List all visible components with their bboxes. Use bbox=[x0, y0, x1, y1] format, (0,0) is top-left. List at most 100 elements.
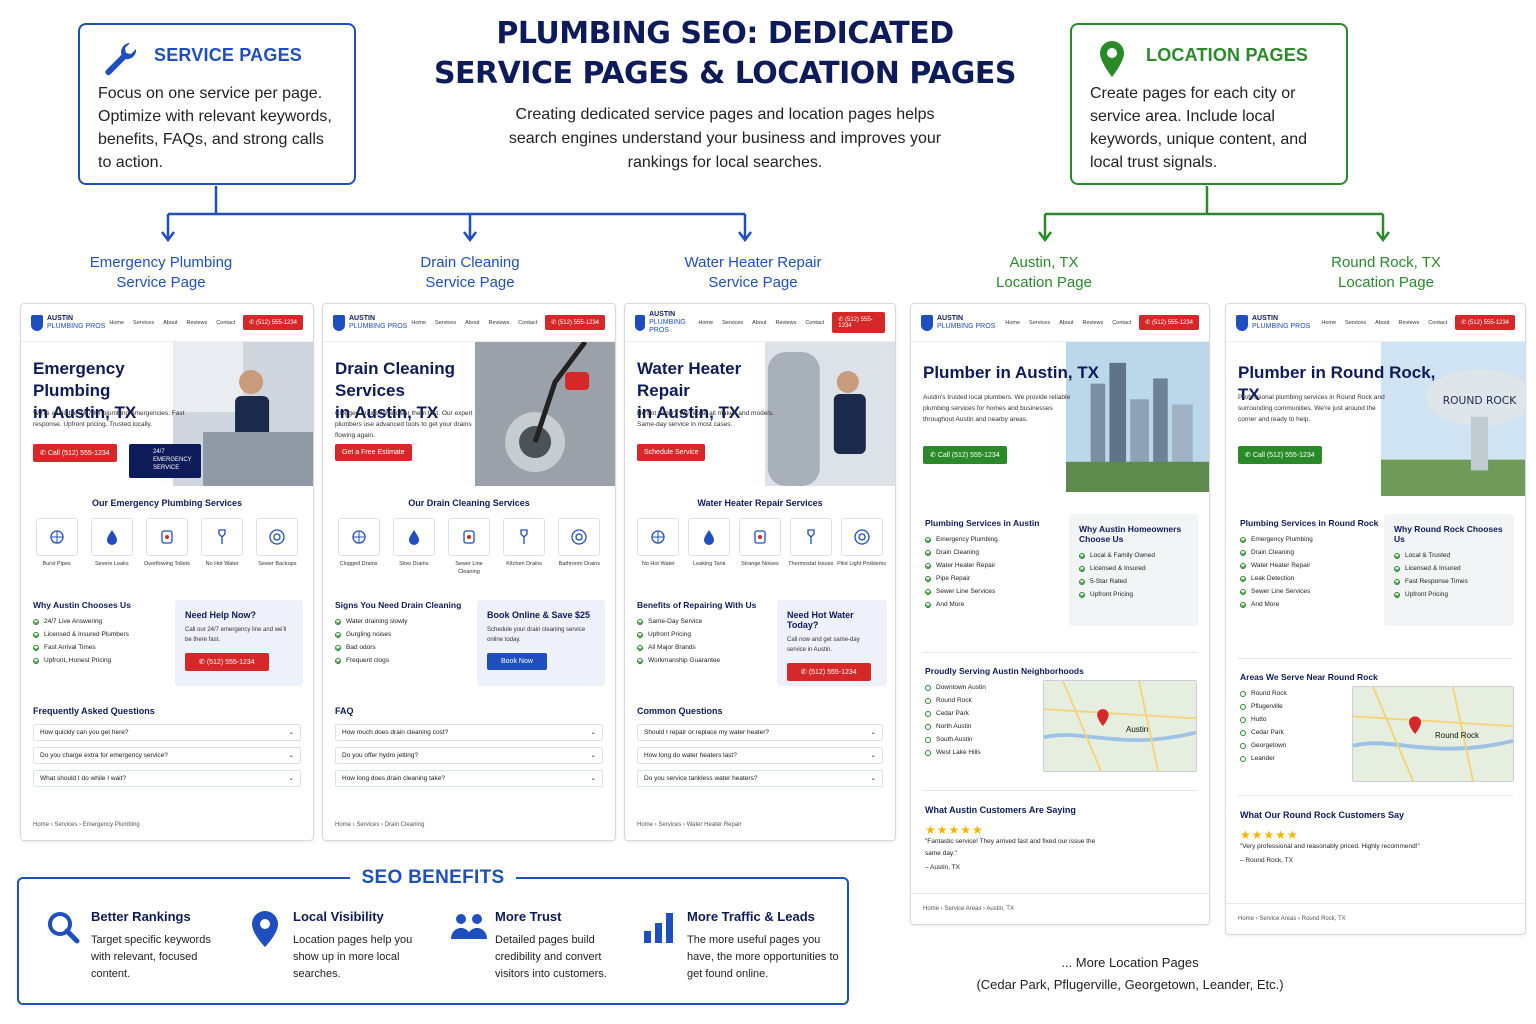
area-item[interactable]: Cedar Park bbox=[1240, 729, 1378, 736]
faq-question[interactable]: Do you service tankless water heaters?⌄ bbox=[637, 770, 883, 787]
hero-cta-button[interactable]: ✆ Call (512) 555-1234 bbox=[1238, 446, 1322, 464]
service-tile[interactable]: Slow Drains bbox=[389, 518, 439, 576]
nav-link[interactable]: Services bbox=[1029, 319, 1051, 326]
service-area-map[interactable]: Austin bbox=[1043, 680, 1197, 772]
crumb-link[interactable]: Home bbox=[637, 822, 654, 828]
service-tile[interactable]: No Hot Water bbox=[197, 518, 247, 568]
nav-link[interactable]: Contact bbox=[216, 319, 236, 326]
service-area-map[interactable]: Round Rock bbox=[1352, 686, 1514, 782]
service-tile[interactable]: Sewer Backups bbox=[252, 518, 302, 568]
nav-link[interactable]: Contact bbox=[1428, 319, 1448, 326]
hero-cta-button[interactable]: ✆ Call (512) 555-1234 bbox=[33, 444, 117, 462]
crumb-link[interactable]: Services bbox=[54, 822, 78, 828]
area-item[interactable]: Georgetown bbox=[1240, 742, 1378, 749]
area-item[interactable]: South Austin bbox=[925, 736, 1084, 743]
area-item[interactable]: Leander bbox=[1240, 755, 1378, 762]
service-item[interactable]: Emergency Plumbing bbox=[925, 536, 1039, 543]
nav-link[interactable]: Contact bbox=[805, 319, 825, 326]
hero-cta-button[interactable]: Get a Free Estimate bbox=[335, 444, 412, 461]
service-item[interactable]: Pipe Repair bbox=[925, 575, 1039, 582]
nav-phone-button[interactable]: ✆ (512) 555-1234 bbox=[1455, 315, 1515, 330]
service-item[interactable]: Sewer Line Services bbox=[1240, 588, 1378, 595]
service-item[interactable]: And More bbox=[1240, 601, 1378, 608]
area-item[interactable]: Downtown Austin bbox=[925, 684, 1084, 691]
crumb-link[interactable]: Service Areas bbox=[944, 906, 982, 912]
crumb-link[interactable]: Home bbox=[33, 822, 50, 828]
service-item[interactable]: And More bbox=[925, 601, 1039, 608]
crumb-link[interactable]: Services bbox=[658, 822, 682, 828]
area-item[interactable]: Cedar Park bbox=[925, 710, 1084, 717]
area-item[interactable]: Hutto bbox=[1240, 716, 1378, 723]
nav-link[interactable]: Home bbox=[109, 319, 125, 326]
help-button[interactable]: ✆ (512) 555-1234 bbox=[787, 663, 871, 681]
area-item[interactable]: Pflugerville bbox=[1240, 703, 1378, 710]
faq-question[interactable]: What should I do while I wait?⌄ bbox=[33, 770, 301, 787]
service-tile[interactable]: Overflowing Toilets bbox=[142, 518, 192, 568]
nav-link[interactable]: Home bbox=[1321, 319, 1337, 326]
service-tile[interactable]: No Hot Water bbox=[633, 518, 683, 568]
hero-cta-button[interactable]: ✆ Call (512) 555-1234 bbox=[923, 446, 1007, 464]
service-tile[interactable]: Burst Pipes bbox=[32, 518, 82, 568]
faq-question[interactable]: How much does drain cleaning cost?⌄ bbox=[335, 724, 603, 741]
nav-link[interactable]: About bbox=[1059, 319, 1074, 326]
nav-link[interactable]: About bbox=[163, 319, 178, 326]
service-tile[interactable]: Severe Leaks bbox=[87, 518, 137, 568]
area-item[interactable]: North Austin bbox=[925, 723, 1084, 730]
service-item[interactable]: Emergency Plumbing bbox=[1240, 536, 1378, 543]
service-tile[interactable]: Kitchen Drains bbox=[499, 518, 549, 576]
service-item[interactable]: Water Heater Repair bbox=[925, 562, 1039, 569]
service-item[interactable]: Sewer Line Services bbox=[925, 588, 1039, 595]
faq-question[interactable]: How quickly can you get here?⌄ bbox=[33, 724, 301, 741]
nav-link[interactable]: Reviews bbox=[488, 319, 510, 326]
faq-question[interactable]: Should I repair or replace my water heat… bbox=[637, 724, 883, 741]
area-item[interactable]: Round Rock bbox=[925, 697, 1084, 704]
nav-phone-button[interactable]: ✆ (512) 555-1234 bbox=[1139, 315, 1199, 330]
faq-question[interactable]: Do you charge extra for emergency servic… bbox=[33, 747, 301, 764]
crumb-link[interactable]: Home bbox=[1238, 916, 1255, 922]
area-item[interactable]: West Lake Hills bbox=[925, 749, 1084, 756]
nav-link[interactable]: Reviews bbox=[186, 319, 208, 326]
help-button[interactable]: ✆ (512) 555-1234 bbox=[185, 653, 269, 671]
service-tile[interactable]: Thermostat Issues bbox=[786, 518, 836, 568]
nav-link[interactable]: Services bbox=[722, 319, 744, 326]
service-item[interactable]: Leak Detection bbox=[1240, 575, 1378, 582]
service-item[interactable]: Drain Cleaning bbox=[925, 549, 1039, 556]
nav-link[interactable]: About bbox=[752, 319, 767, 326]
faq-question[interactable]: Do you offer hydro jetting?⌄ bbox=[335, 747, 603, 764]
service-tile[interactable]: Bathroom Drains bbox=[554, 518, 604, 576]
service-tile[interactable]: Strange Noises bbox=[735, 518, 785, 568]
area-item[interactable]: Round Rock bbox=[1240, 690, 1378, 697]
help-button[interactable]: Book Now bbox=[487, 653, 547, 670]
nav-link[interactable]: Contact bbox=[1112, 319, 1132, 326]
nav-phone-button[interactable]: ✆ (512) 555-1234 bbox=[832, 312, 885, 333]
nav-link[interactable]: Home bbox=[698, 319, 714, 326]
nav-link[interactable]: Home bbox=[411, 319, 427, 326]
nav-link[interactable]: About bbox=[1375, 319, 1390, 326]
service-item[interactable]: Drain Cleaning bbox=[1240, 549, 1378, 556]
nav-link[interactable]: Services bbox=[435, 319, 457, 326]
crumb-link[interactable]: Home bbox=[335, 822, 352, 828]
service-tile[interactable]: Leaking Tank bbox=[684, 518, 734, 568]
service-tile[interactable]: Sewer Line Cleaning bbox=[444, 518, 494, 576]
crumb-link[interactable]: Home bbox=[923, 906, 940, 912]
nav-link[interactable]: Reviews bbox=[1398, 319, 1420, 326]
nav-phone-button[interactable]: ✆ (512) 555-1234 bbox=[545, 315, 605, 330]
nav-link[interactable]: Reviews bbox=[1082, 319, 1104, 326]
nav-link[interactable]: Services bbox=[133, 319, 155, 326]
nav-link[interactable]: Contact bbox=[518, 319, 538, 326]
nav-link[interactable]: Reviews bbox=[775, 319, 797, 326]
service-tile[interactable]: Pilot Light Problems bbox=[837, 518, 887, 568]
nav-link[interactable]: About bbox=[465, 319, 480, 326]
hero-cta-button[interactable]: Schedule Service bbox=[637, 444, 706, 461]
nav-phone-button[interactable]: ✆ (512) 555-1234 bbox=[243, 315, 303, 330]
crumb-link[interactable]: Services bbox=[356, 822, 380, 828]
service-item[interactable]: Water Heater Repair bbox=[1240, 562, 1378, 569]
service-tile[interactable]: Clogged Drains bbox=[334, 518, 384, 576]
faq-question[interactable]: How long do water heaters last?⌄ bbox=[637, 747, 883, 764]
crumb-link[interactable]: Service Areas bbox=[1259, 916, 1297, 922]
nav-link[interactable]: Services bbox=[1345, 319, 1367, 326]
